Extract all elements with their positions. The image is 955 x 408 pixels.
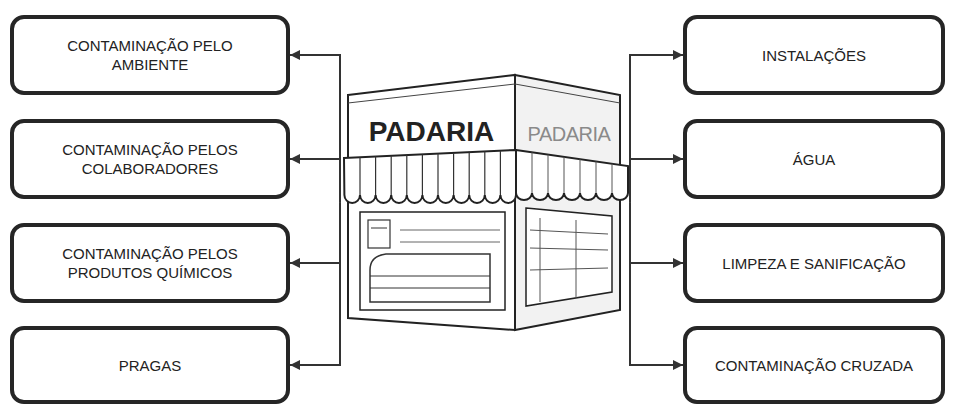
arrow-connector — [290, 159, 340, 203]
arrow-connector — [290, 55, 340, 203]
box-label: PRAGAS — [119, 356, 182, 375]
hazard-box: INSTALAÇÕES — [683, 15, 945, 95]
shop-sign: PADARIA — [348, 116, 515, 148]
arrow-connector — [630, 55, 683, 203]
arrow-connector — [630, 203, 683, 366]
shop-sign: PADARIA — [518, 121, 620, 147]
arrow-connector — [290, 203, 340, 366]
hazard-box: CONTAMINAÇÃO CRUZADA — [683, 326, 945, 404]
box-label: ÁGUA — [793, 150, 836, 169]
box-label: CONTAMINAÇÃO PELOS PRODUTOS QUÍMICOS — [40, 244, 260, 282]
bakery-node: PADARIAPADARIA — [340, 70, 630, 335]
box-label: LIMPEZA E SANIFICAÇÃO — [722, 254, 905, 273]
box-label: CONTAMINAÇÃO PELO AMBIENTE — [40, 36, 260, 74]
hazard-box: ÁGUA — [683, 119, 945, 199]
hazard-box: CONTAMINAÇÃO PELOS PRODUTOS QUÍMICOS — [10, 223, 290, 303]
box-label: CONTAMINAÇÃO PELOS COLABORADORES — [40, 140, 260, 178]
arrow-connector — [630, 159, 683, 203]
box-label: CONTAMINAÇÃO CRUZADA — [715, 356, 913, 375]
hazard-box: LIMPEZA E SANIFICAÇÃO — [683, 223, 945, 303]
hazard-box: PRAGAS — [10, 326, 290, 404]
box-label: INSTALAÇÕES — [762, 46, 866, 65]
hazard-box: CONTAMINAÇÃO PELOS COLABORADORES — [10, 119, 290, 199]
hazard-box: CONTAMINAÇÃO PELO AMBIENTE — [10, 15, 290, 95]
arrow-connector — [630, 203, 683, 264]
bakery-illustration — [340, 70, 630, 335]
arrow-connector — [290, 203, 340, 264]
